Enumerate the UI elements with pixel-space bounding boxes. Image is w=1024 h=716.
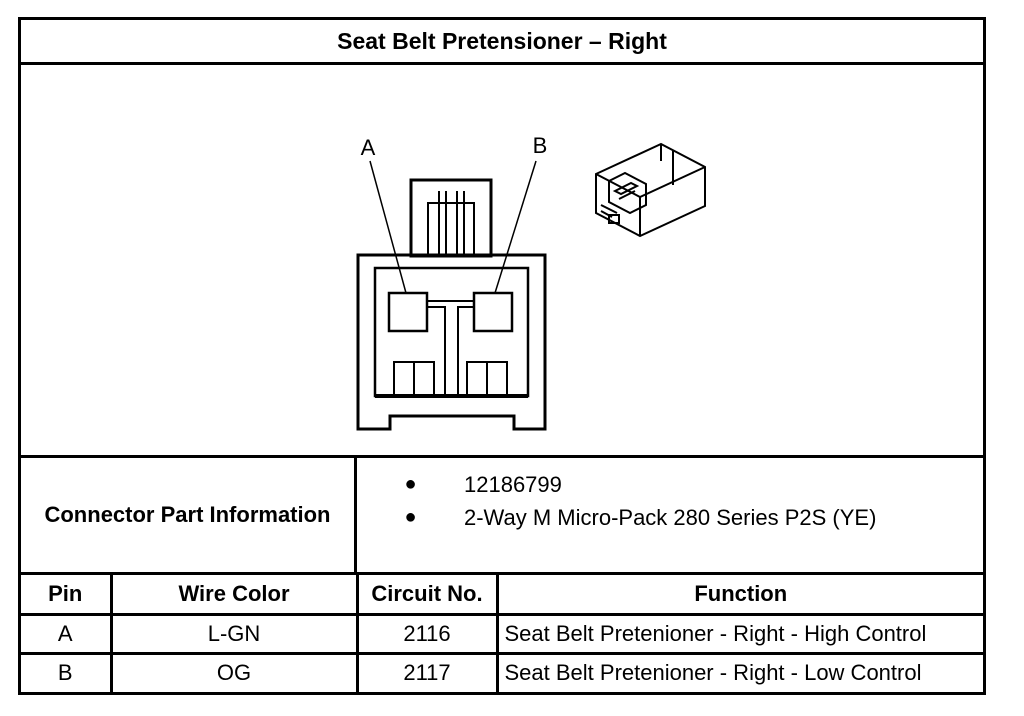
cell-wire-color: L-GN <box>109 612 359 655</box>
cell-pin: A <box>21 612 113 655</box>
col-header-pin: Pin <box>21 575 113 616</box>
connector-description: 2-Way M Micro-Pack 280 Series P2S (YE) <box>464 504 877 530</box>
cell-function: Seat Belt Pretenioner - Right - Low Cont… <box>495 651 983 692</box>
part-number: 12186799 <box>464 471 562 497</box>
pin-table: Pin Wire Color Circuit No. Function A L-… <box>21 575 983 692</box>
list-item: ● 12186799 <box>357 468 983 501</box>
bullet-icon: ● <box>404 473 417 495</box>
connector-info-list: ● 12186799 ● 2-Way M Micro-Pack 280 Seri… <box>357 458 983 572</box>
pin-label-b: B <box>533 133 548 158</box>
list-item: ● 2-Way M Micro-Pack 280 Series P2S (YE) <box>357 501 983 534</box>
connector-part-info: Connector Part Information ● 12186799 ● … <box>21 458 983 575</box>
table-header-row: Pin Wire Color Circuit No. Function <box>21 575 983 616</box>
cell-circuit-no: 2116 <box>355 612 499 655</box>
connector-figure: A B <box>21 65 983 458</box>
cell-function: Seat Belt Pretenioner - Right - High Con… <box>495 612 983 655</box>
connector-drawing: A B <box>356 133 706 431</box>
connector-face-icon <box>356 160 547 431</box>
table-row: A L-GN 2116 Seat Belt Pretenioner - Righ… <box>21 612 983 655</box>
connector-3d-icon <box>595 142 706 238</box>
cell-circuit-no: 2117 <box>355 651 499 692</box>
table-row: B OG 2117 Seat Belt Pretenioner - Right … <box>21 651 983 692</box>
col-header-circuit-no: Circuit No. <box>355 575 499 616</box>
bullet-icon: ● <box>404 506 417 528</box>
col-header-function: Function <box>495 575 983 616</box>
cell-pin: B <box>21 651 113 692</box>
page-title: Seat Belt Pretensioner – Right <box>21 20 983 65</box>
col-header-wire-color: Wire Color <box>109 575 359 616</box>
connector-info-label: Connector Part Information <box>21 458 357 572</box>
cell-wire-color: OG <box>109 651 359 692</box>
pinout-sheet: Seat Belt Pretensioner – Right <box>18 17 986 695</box>
pin-label-a: A <box>361 135 376 160</box>
